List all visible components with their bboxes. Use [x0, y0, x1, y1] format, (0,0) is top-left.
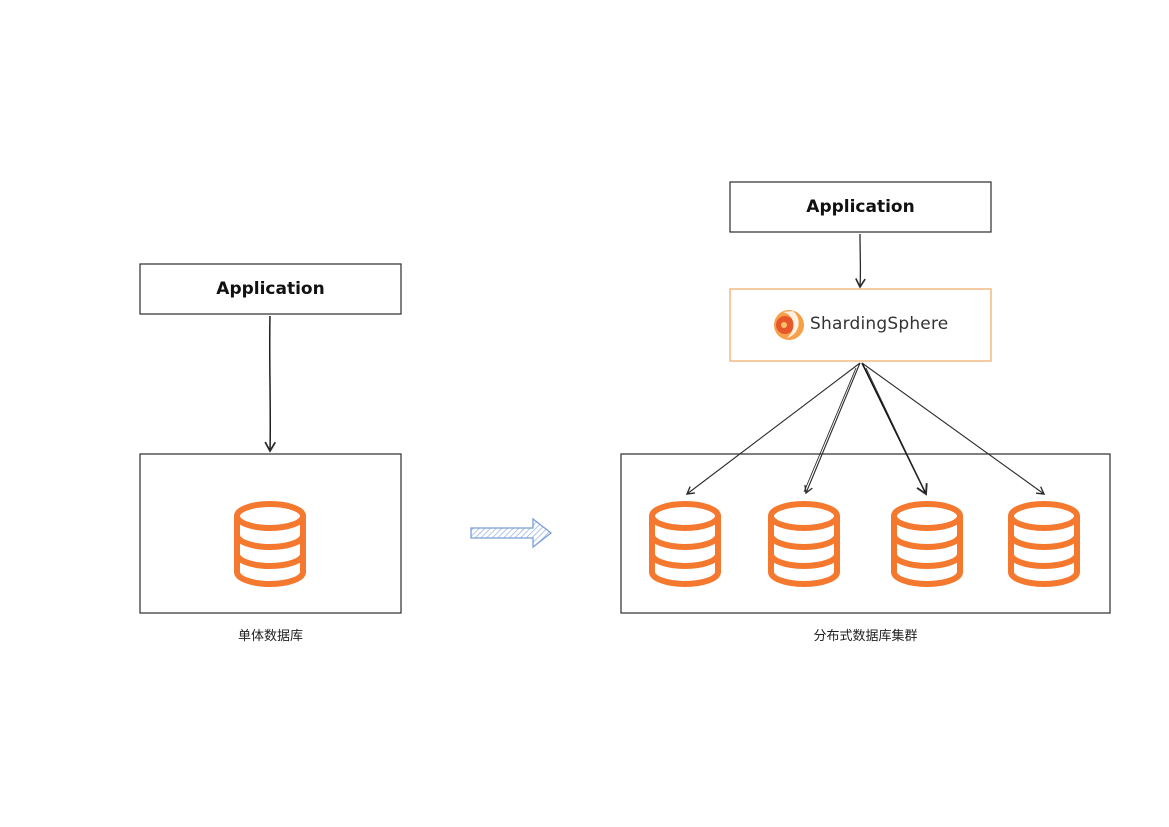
middleware-to-db1-arrow: [685, 362, 861, 495]
left-app-to-db-arrow: [264, 315, 277, 453]
cluster-box: [620, 453, 1111, 614]
shardingsphere-label: ShardingSphere: [810, 314, 949, 334]
left-application-box: [139, 263, 402, 315]
middleware-to-db4-arrow: [861, 362, 1046, 495]
shardingsphere-logo-icon: [774, 310, 804, 340]
right-application-label: Application: [806, 197, 915, 217]
left-application-label: Application: [216, 279, 325, 299]
right-arrow-icon: [470, 517, 553, 549]
left-database-box: [139, 453, 402, 614]
middleware-to-db2-arrow: [804, 362, 861, 495]
middleware-to-db2-arrow-b: [803, 367, 857, 493]
right-application-box: [729, 181, 992, 233]
left-database-caption: 单体数据库: [237, 629, 303, 644]
shardingsphere-box: [729, 288, 992, 362]
middleware-to-db3-arrow-b: [865, 367, 925, 491]
cluster-caption: 分布式数据库集群: [813, 629, 918, 644]
